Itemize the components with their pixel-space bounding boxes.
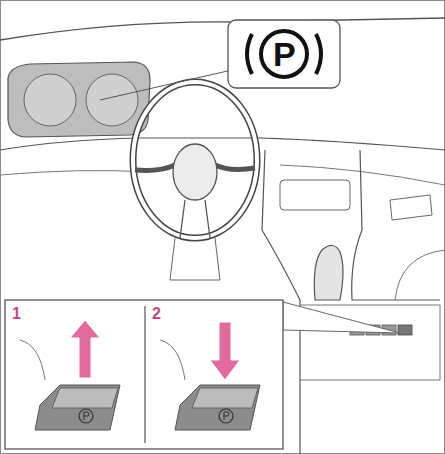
parking-brake-indicator-letter: P xyxy=(273,37,296,71)
callout-number: 1 xyxy=(12,306,21,322)
callout-number: 2 xyxy=(152,306,161,322)
